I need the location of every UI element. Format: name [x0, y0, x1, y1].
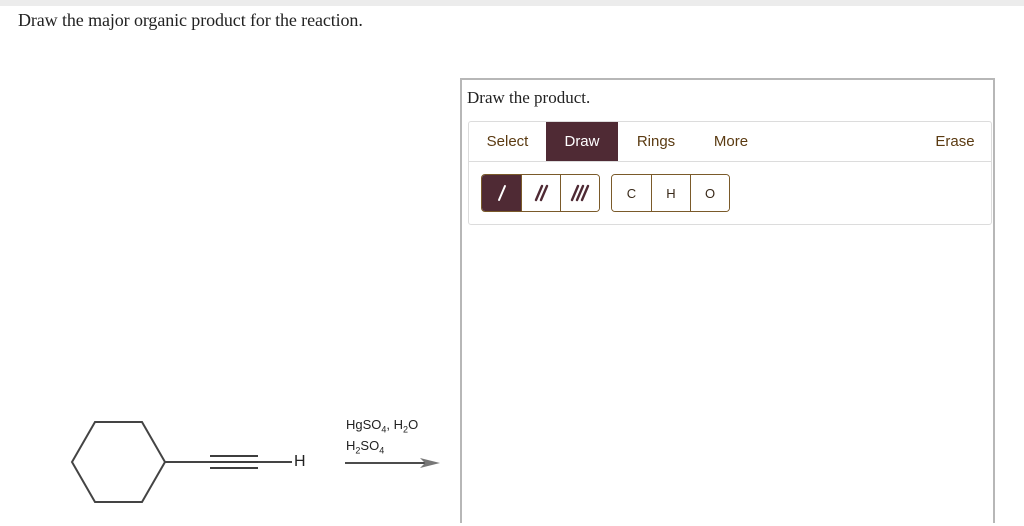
- tab-rings[interactable]: Rings: [636, 133, 676, 150]
- molecule-editor-toolbar: Select Draw Rings More Erase: [468, 121, 992, 225]
- erase-button[interactable]: Erase: [935, 133, 975, 150]
- panel-title: Draw the product.: [467, 88, 591, 107]
- bond-button-group: [481, 174, 600, 212]
- tab-draw[interactable]: Draw: [546, 122, 618, 161]
- top-strip: [0, 0, 1024, 6]
- double-bond-button[interactable]: [521, 175, 560, 211]
- double-bond-icon: [534, 184, 549, 202]
- atom-c-button[interactable]: C: [612, 175, 651, 211]
- tab-select[interactable]: Select: [486, 133, 529, 150]
- reagents-line-1: HgSO4, H2O: [346, 417, 419, 435]
- tab-more[interactable]: More: [713, 133, 749, 150]
- drawing-panel: Draw the product. Select Draw Rings More…: [460, 78, 995, 523]
- triple-bond-button[interactable]: [560, 175, 599, 211]
- atom-o-button[interactable]: O: [690, 175, 729, 211]
- atom-label-h: H: [294, 453, 306, 470]
- reagents-line-2: H2SO4: [346, 438, 385, 456]
- drawing-canvas[interactable]: [468, 226, 992, 526]
- question-text: Draw the major organic product for the r…: [18, 10, 363, 30]
- cyclohexane-ring: [70, 421, 167, 503]
- editor-tab-bar: Select Draw Rings More Erase: [469, 122, 991, 162]
- arrow-head-icon: [420, 458, 440, 468]
- single-bond-button[interactable]: [482, 175, 521, 211]
- triple-bond-icon: [570, 184, 590, 202]
- atom-button-group: C H O: [611, 174, 730, 212]
- single-bond-icon: [497, 185, 506, 201]
- reaction-scheme: H HgSO4, H2O H2SO4: [0, 400, 460, 515]
- reactant-structure: [70, 421, 440, 503]
- atom-h-button[interactable]: H: [651, 175, 690, 211]
